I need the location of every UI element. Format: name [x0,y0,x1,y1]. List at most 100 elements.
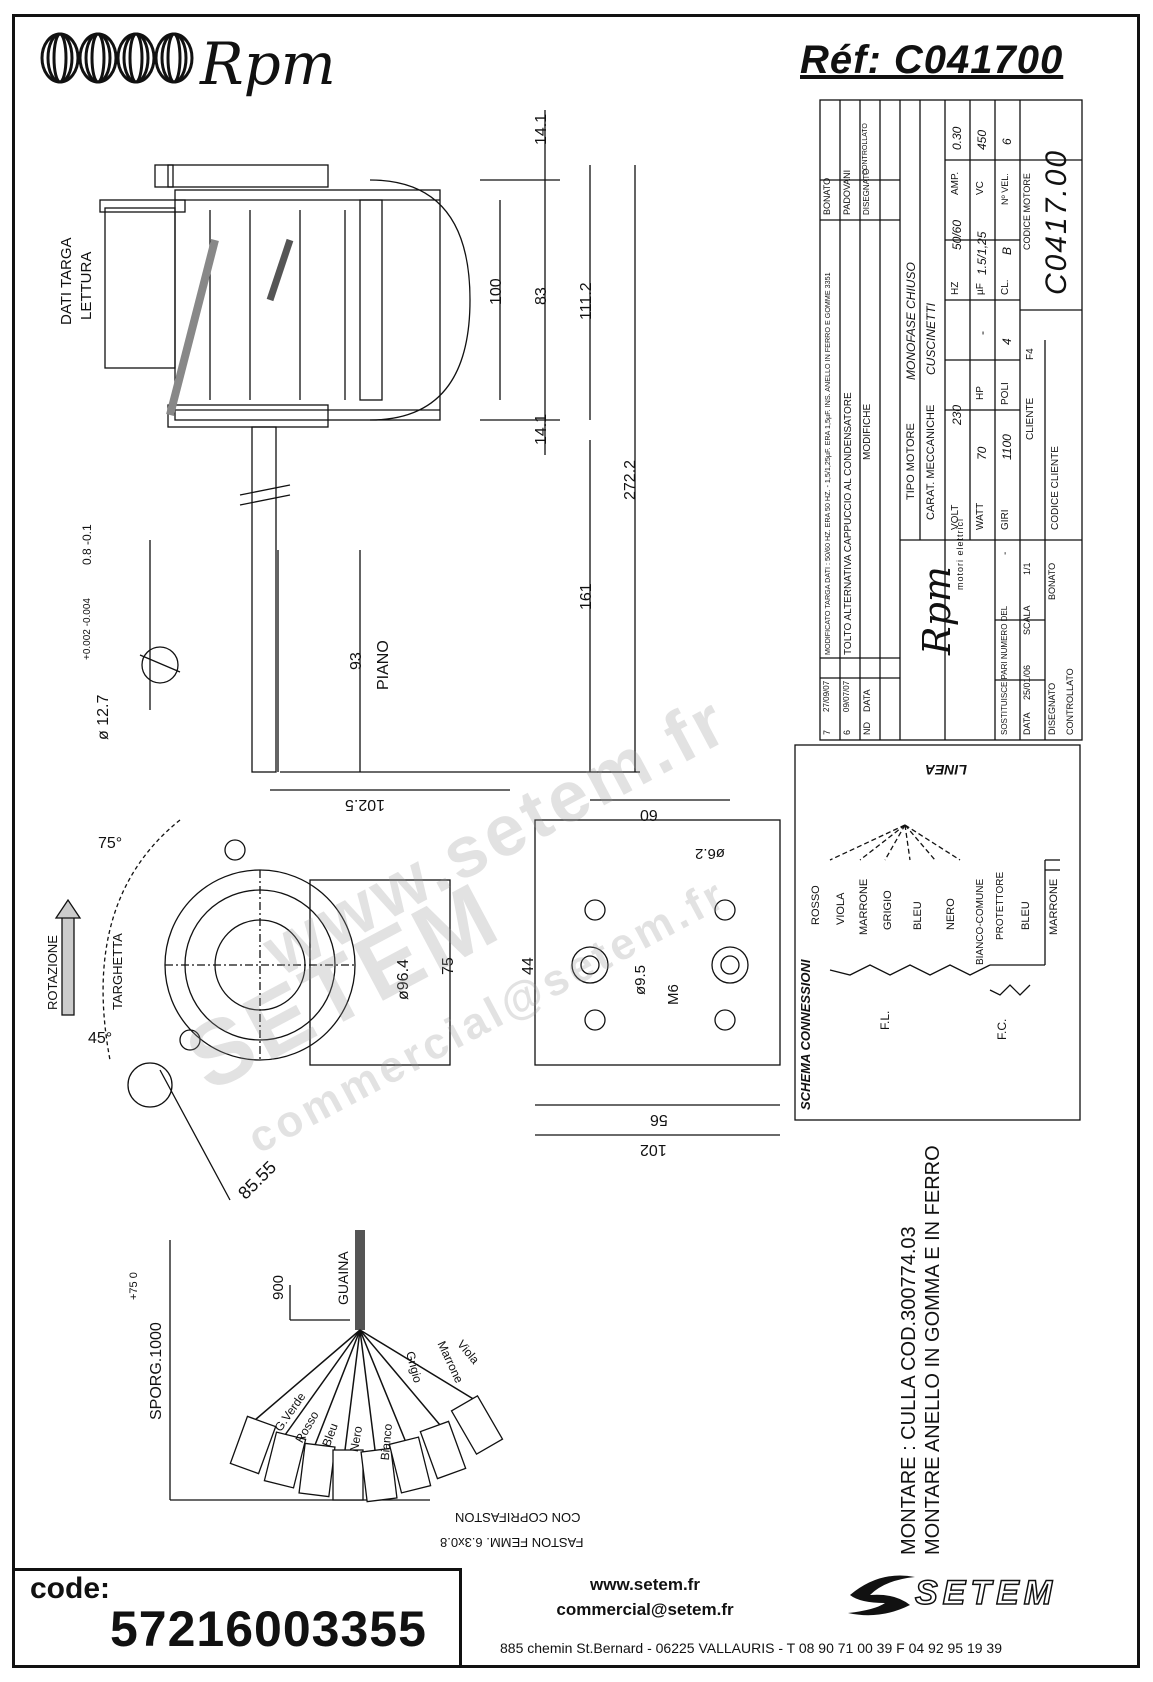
schema-protettore: PROTETTORE [995,871,1006,940]
montare-1: MONTARE : CULLA COD.300774.03 [898,1226,920,1555]
sporg-tolerance: +75 0 [128,1272,140,1300]
tb-hdr-disegnato: DISEGNATO [862,168,871,215]
schema-fl: F.L. [878,1010,892,1030]
linea-label: LINEA [925,762,967,778]
angle-45: 45° [88,1030,113,1047]
shaft-side [251,426,277,773]
tb-sost-v: - [1000,551,1011,555]
tb-poli: POLI [1000,382,1011,405]
tb-hdr-controllato: CONTROLLATO [862,123,869,175]
dim-93: 93 [348,652,365,670]
tb-rev7-date: 27/09/07 [822,680,831,712]
guaina-label: GUAINA [335,1251,351,1305]
coprifaston-label: CON COPRIFASTON [455,1510,581,1525]
setem-swoosh-icon [848,1575,915,1616]
tb-poli-v: 4 [1000,338,1014,345]
tb-disegnato: DISEGNATO [1047,682,1057,735]
dim-100: 100 [488,278,505,305]
tb-cl-v: B [1000,246,1014,255]
tb-tipo-value: MONOFASE CHIUSO [904,262,918,380]
dim-83: 83 [533,287,550,305]
tb-vel-v: 6 [1000,138,1014,145]
tb-tipo-motore: TIPO MOTORE [905,423,917,500]
schema-viola: VIOLA [835,892,847,925]
rotazione-label: ROTAZIONE [45,935,60,1010]
base-plate [534,819,781,1066]
tb-data: DATA [1022,712,1032,735]
schema-title: SCHEMA CONNESSIONI [798,959,813,1110]
piano-label: PIANO [375,640,392,690]
tb-watt: WATT [975,502,986,530]
tb-watt-v: 70 [975,446,989,460]
tb-cl: CL. [1000,279,1011,295]
targhetta-label: TARGHETTA [110,933,125,1010]
tb-rev6-text: TOLTO ALTERNATIVA CAPPUCCIO AL CONDENSAT… [843,392,854,655]
tb-logo-text: Rpm [915,566,959,655]
tb-vc-v: 450 [975,129,989,150]
code-label: code: [30,1572,111,1605]
tb-hp-v: - [975,331,989,335]
tb-carat-value: CUSCINETTI [924,303,938,375]
tb-codice-motore-v: C0417.00 [1040,148,1073,295]
tb-scala: SCALA [1022,605,1032,635]
tb-uf: µF [975,283,986,295]
tb-vel: Nº VEL. [1000,173,1010,205]
tb-hz-v: 50/60 [950,219,964,250]
tb-amp: AMP. [950,171,961,195]
schema-bianco-comune: BIANCO-COMUNE [975,878,986,965]
schema-nero: NERO [945,898,957,930]
targa-label: DATI TARGA [58,237,75,325]
reference-number: Réf: C041700 [800,38,1064,82]
schema-bleu-2: BLEU [1020,901,1032,930]
motor-body-side [174,189,441,421]
dim-900: 900 [270,1274,287,1300]
dim-161: 161 [578,583,595,610]
schema-bleu: BLEU [912,901,924,930]
setem-logo: SETEM [914,1573,1058,1613]
dim-hole-6-2: ø6.2 [695,845,726,862]
faston-label: FASTON FEMM. 6.3x0.8 [440,1535,584,1550]
tb-hp: HP [975,386,986,400]
footer-web[interactable]: www.setem.fr [590,1575,700,1594]
tb-hdr-nd: ND [862,722,872,735]
tb-logo-sub: motori elettrici [955,517,965,590]
schema-fc: F.C. [995,1018,1009,1040]
tb-sostituisce: SOSTITUISCE PARI NUMERO DEL [1000,605,1009,735]
tb-codice-cliente: CODICE CLIENTE [1050,446,1061,530]
tb-vc: VC [975,181,986,195]
shaft-tolerance: +0.002 -0.004 [82,598,93,660]
tb-giri-v: 1100 [1000,434,1014,460]
tb-hdr-modifiche: MODIFICHE [862,403,873,460]
titleblock-frame [819,99,1083,741]
tb-controllato: CONTROLLATO [1065,668,1075,735]
dim-102-5: 102.5 [345,796,386,813]
thread-m6: M6 [665,984,682,1005]
tb-uf-v: 1.5/1,25 [975,231,989,275]
montare-2: MONTARE ANELLO IN GOMMA E IN FERRO [922,1145,944,1555]
tb-rev7-text: MODIFICATO TARGA DATI : 50/60 HZ. ERA 50… [823,272,832,655]
tb-rev7: 7 [822,729,832,735]
code-box [14,1568,462,1668]
schema-grigio: GRIGIO [882,890,894,930]
tb-rev6-by: PADOVANI [842,169,852,215]
tb-giri: GIRI [1000,509,1011,530]
dim-60: 60 [640,806,658,823]
tb-amp-v: 0.30 [950,126,964,150]
tb-volt-v: 230 [950,404,964,425]
footer-email[interactable]: commercial@setem.fr [556,1600,734,1619]
drawing-frame [12,14,1140,1668]
shaft-diameter: ø 12.7 [95,694,112,740]
dim-14-1-top: 14.1 [533,113,550,145]
tb-cliente: CLIENTE [1025,397,1036,440]
mount-bracket [369,179,471,421]
tb-rev6-date: 09/07/07 [842,680,851,712]
tb-cliente-v: F4 [1025,348,1036,360]
shaft-flat: 0.8 -0.1 [80,524,94,565]
angle-75: 75° [98,835,123,852]
dim-102-base: 102 [640,1141,667,1158]
code-number: 57216003355 [110,1601,427,1657]
tb-carat: CARAT. MECCANICHE [925,404,937,520]
dim-272-2: 272.2 [622,459,639,500]
dim-14-1-bottom: 14.1 [533,413,550,445]
